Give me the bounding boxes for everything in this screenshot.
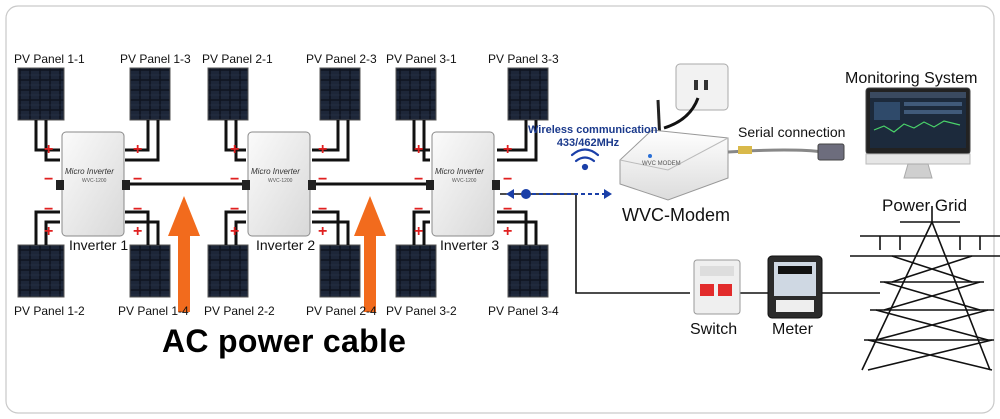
- pv-panel-2-2: [207, 244, 249, 298]
- svg-text:−: −: [318, 201, 327, 218]
- inverter-3-model: WVC-1200: [452, 178, 477, 184]
- monitoring-system-label: Monitoring System: [845, 70, 978, 87]
- power-grid-label: Power Grid: [882, 196, 968, 215]
- pv-panel-2-3: [319, 67, 361, 121]
- svg-text:+: +: [133, 223, 142, 240]
- svg-text:−: −: [44, 201, 53, 218]
- svg-text:+: +: [414, 223, 423, 240]
- grid-feed-line: [500, 193, 880, 294]
- svg-text:+: +: [318, 141, 327, 158]
- inverter-2: [242, 131, 316, 237]
- svg-text:+: +: [503, 223, 512, 240]
- arrow-icon: [354, 196, 386, 312]
- svg-text:−: −: [230, 201, 239, 218]
- svg-text:+: +: [230, 141, 239, 158]
- svg-text:+: +: [133, 141, 142, 158]
- modem-label: WVC-Modem: [622, 205, 731, 225]
- svg-text:−: −: [230, 171, 239, 188]
- pv-panel-array: [17, 67, 549, 298]
- svg-text:+: +: [44, 141, 53, 158]
- wireless-text: Wireless communication 433/462MHz: [528, 124, 658, 150]
- wireless-line-2: 433/462MHz: [556, 137, 620, 149]
- panel-label-3-2: PV Panel 3-2: [386, 304, 457, 318]
- inverter-2-label: Inverter 2: [256, 237, 316, 253]
- pv-panel-2-1: [207, 67, 249, 121]
- inverter-1: [56, 131, 130, 237]
- dc-cables: [34, 120, 538, 245]
- pv-panel-2-4: [319, 244, 361, 298]
- svg-text:−: −: [503, 201, 512, 218]
- power-tower-icon: [850, 206, 1000, 371]
- svg-text:−: −: [503, 171, 512, 188]
- pv-panel-3-1: [395, 67, 437, 121]
- serial-connection-label: Serial connection: [738, 124, 846, 140]
- switch-label: Switch: [690, 321, 738, 338]
- svg-text:−: −: [318, 171, 327, 188]
- wireless-line-1: Wireless communication: [528, 124, 658, 136]
- inverter-2-model: WVC-1200: [268, 178, 293, 184]
- inverter-1-label: Inverter 1: [69, 237, 129, 253]
- wall-socket-icon: [663, 63, 729, 130]
- svg-text:−: −: [133, 201, 142, 218]
- ac-cable-arrows: [168, 196, 386, 312]
- panel-label-1-4: PV Panel 1-4: [118, 304, 189, 318]
- energy-meter: [767, 255, 823, 319]
- pv-panel-3-2: [395, 244, 437, 298]
- outer-frame: [5, 5, 995, 414]
- panel-label-2-1: PV Panel 2-1: [202, 52, 273, 66]
- pv-panel-1-4: [129, 244, 171, 298]
- panel-label-1-3: PV Panel 1-3: [120, 52, 191, 66]
- panel-label-1-1: PV Panel 1-1: [14, 52, 85, 66]
- svg-text:+: +: [414, 141, 423, 158]
- serial-cable: [727, 143, 845, 161]
- ac-power-cable-caption: AC power cable: [162, 323, 407, 359]
- meter-label: Meter: [772, 321, 813, 338]
- svg-text:−: −: [414, 171, 423, 188]
- inverter-2-device-text: Micro Inverter: [251, 167, 300, 176]
- panel-label-3-1: PV Panel 3-1: [386, 52, 457, 66]
- svg-text:+: +: [44, 223, 53, 240]
- svg-text:−: −: [133, 171, 142, 188]
- panel-label-1-2: PV Panel 1-2: [14, 304, 85, 318]
- pv-panel-3-3: [507, 67, 549, 121]
- pv-panel-3-4: [507, 244, 549, 298]
- pv-panel-1-1: [17, 67, 65, 121]
- inverter-3-device-text: Micro Inverter: [435, 167, 484, 176]
- pv-panel-1-3: [129, 67, 171, 121]
- modem-brand: WVC MODEM: [642, 161, 681, 167]
- pv-panel-1-2: [17, 244, 65, 298]
- panel-label-3-3: PV Panel 3-3: [488, 52, 559, 66]
- arrow-icon: [168, 196, 200, 312]
- svg-text:+: +: [230, 223, 239, 240]
- wvc-modem-device: WVC MODEM: [619, 99, 729, 201]
- inverter-1-model: WVC-1200: [82, 178, 107, 184]
- svg-text:+: +: [318, 223, 327, 240]
- panel-label-2-4: PV Panel 2-4: [306, 304, 377, 318]
- inverter-3: [426, 131, 500, 237]
- inverter-1-device-text: Micro Inverter: [65, 167, 114, 176]
- panel-label-2-2: PV Panel 2-2: [204, 304, 275, 318]
- panel-label-2-3: PV Panel 2-3: [306, 52, 377, 66]
- monitor-icon: [865, 87, 971, 179]
- inverter-3-label: Inverter 3: [440, 237, 500, 253]
- wifi-icon: [570, 148, 600, 171]
- circuit-breaker-switch: [693, 259, 741, 315]
- svg-text:−: −: [414, 201, 423, 218]
- svg-text:+: +: [503, 141, 512, 158]
- panel-label-3-4: PV Panel 3-4: [488, 304, 559, 318]
- polarity-markers: + − + − + − + − + − + − − + − + − + − + − + − +: [44, 141, 512, 240]
- svg-text:−: −: [44, 171, 53, 188]
- wireless-link: [506, 189, 612, 199]
